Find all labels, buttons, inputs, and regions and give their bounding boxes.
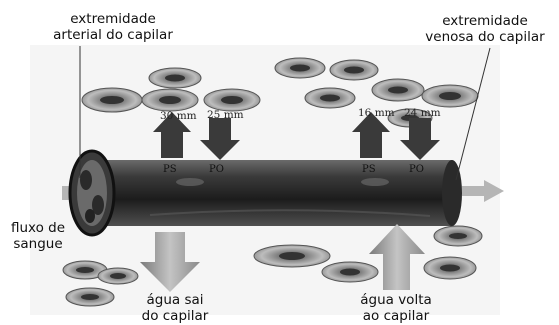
venous-hydrostatic-tag: PS [362,164,376,175]
venous-end-label: extremidade venosa do capilar [412,13,558,45]
venous-oncotic-tag: PO [409,164,424,175]
water-in-label: água volta ao capilar [336,292,456,324]
red-blood-cell [254,245,330,267]
red-blood-cell [82,88,142,112]
red-blood-cell [149,68,201,88]
arterial-oncotic-value: 25 mm [207,109,244,121]
red-blood-cell [424,257,476,279]
venous-end-label-line1: extremidade [412,13,558,29]
venous-hydrostatic-value: 16 mm [358,107,395,119]
red-blood-cell [422,85,478,107]
red-blood-cell [204,89,260,111]
water-in-label-line1: água volta [336,292,456,308]
water-out-label: água sai do capilar [120,292,230,324]
blood-flow-label-line2: sangue [0,236,76,252]
red-blood-cell [142,89,198,111]
red-blood-cell [98,268,138,284]
arterial-hydrostatic-tag: PS [163,164,177,175]
arterial-hydrostatic-value: 30 mm [160,110,197,122]
blood-flow-label: fluxo de sangue [0,220,76,252]
red-blood-cell [305,88,355,108]
arterial-end-label-line2: arterial do capilar [30,27,196,43]
red-blood-cell [66,288,114,306]
venous-oncotic-value: 24 mm [404,107,441,119]
red-blood-cell [434,226,482,246]
red-blood-cell [372,79,424,101]
red-blood-cell [322,262,378,282]
water-out-label-line2: do capilar [120,308,230,324]
blood-flow-label-line1: fluxo de [0,220,76,236]
red-blood-cell [275,58,325,78]
arterial-oncotic-tag: PO [209,164,224,175]
water-in-label-line2: ao capilar [336,308,456,324]
venous-end-label-line2: venosa do capilar [412,29,558,45]
red-blood-cell [330,60,378,80]
arterial-end-label-line1: extremidade [30,11,196,27]
arterial-end-label: extremidade arterial do capilar [30,11,196,43]
capillary-tube [70,151,462,235]
water-out-label-line1: água sai [120,292,230,308]
